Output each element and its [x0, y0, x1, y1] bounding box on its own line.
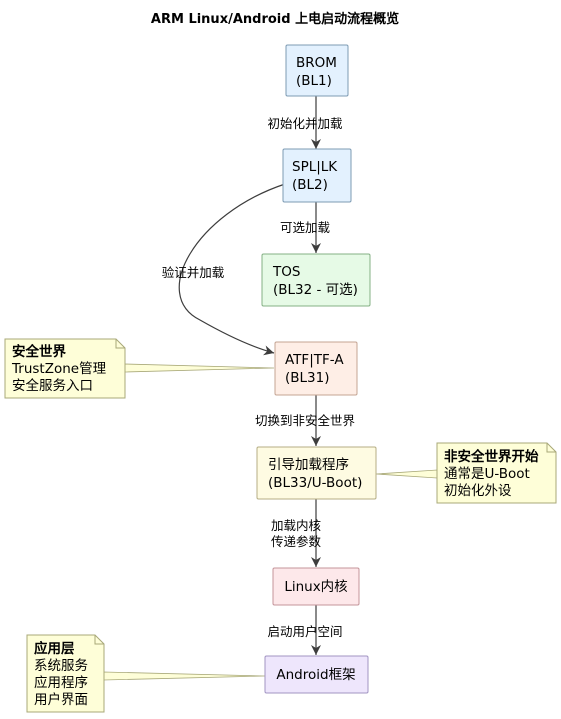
node-kernel-label: Linux内核: [284, 579, 347, 595]
note-nonsecure-title: 非安全世界开始: [444, 448, 539, 465]
note-app-line3: 用户界面: [34, 691, 88, 708]
edge-label-atf-loader: 切换到非安全世界: [255, 413, 356, 428]
node-atf-line1: ATF|TF-A: [285, 352, 344, 368]
node-atf: ATF|TF-A (BL31): [274, 341, 358, 396]
edge-label-spl-atf: 验证并加载: [162, 265, 225, 280]
note-secure-line2: 安全服务入口: [12, 377, 93, 394]
edge-label-brom-spl: 初始化并加载: [267, 116, 343, 131]
node-bootloader: 引导加载程序 (BL33/U-Boot): [256, 446, 377, 500]
note-nonsecure-world: 非安全世界开始 通常是U-Boot 初始化外设: [436, 442, 557, 504]
node-brom-line2: (BL1): [296, 73, 332, 89]
diagram-title: ARM Linux/Android 上电启动流程概览: [151, 11, 399, 27]
note-nonsecure-line1: 通常是U-Boot: [444, 466, 530, 482]
edge-label-loader-kernel-1: 加载内核: [271, 518, 322, 533]
node-bootloader-line1: 引导加载程序: [268, 457, 349, 473]
node-android: Android框架: [264, 655, 369, 694]
note-app-layer: 应用层 系统服务 应用程序 用户界面: [26, 634, 105, 713]
node-brom-line1: BROM: [296, 55, 337, 71]
node-tos-line1: TOS: [272, 264, 300, 280]
note-secure-world: 安全世界 TrustZone管理 安全服务入口: [4, 338, 126, 399]
note-app-title: 应用层: [34, 640, 75, 657]
node-tos: TOS (BL32 - 可选): [261, 253, 371, 307]
note-secure-title: 安全世界: [12, 343, 66, 360]
node-spl-line2: (BL2): [292, 177, 328, 193]
node-atf-line2: (BL31): [285, 370, 330, 386]
node-brom: BROM (BL1): [285, 44, 349, 97]
edge-label-kernel-android: 启动用户空间: [267, 624, 342, 639]
node-android-label: Android框架: [276, 667, 355, 683]
edge-label-loader-kernel-2: 传递参数: [271, 534, 322, 549]
note-app-line1: 系统服务: [34, 658, 88, 674]
note-nonsecure-line2: 初始化外设: [444, 482, 512, 499]
node-tos-line2: (BL32 - 可选): [273, 282, 358, 298]
note-app-line2: 应用程序: [34, 674, 88, 691]
node-spl-line1: SPL|LK: [292, 159, 338, 175]
note-connector-nonsecure: [375, 469, 438, 479]
note-connector-app: [103, 671, 266, 681]
note-secure-line1: TrustZone管理: [11, 361, 107, 377]
edge-spl-to-atf: [178, 183, 286, 356]
edge-label-spl-tos: 可选加载: [280, 220, 331, 235]
node-kernel: Linux内核: [272, 567, 360, 606]
node-bootloader-line2: (BL33/U-Boot): [268, 475, 362, 491]
node-spl: SPL|LK (BL2): [282, 148, 352, 203]
note-connector-secure: [124, 363, 275, 373]
